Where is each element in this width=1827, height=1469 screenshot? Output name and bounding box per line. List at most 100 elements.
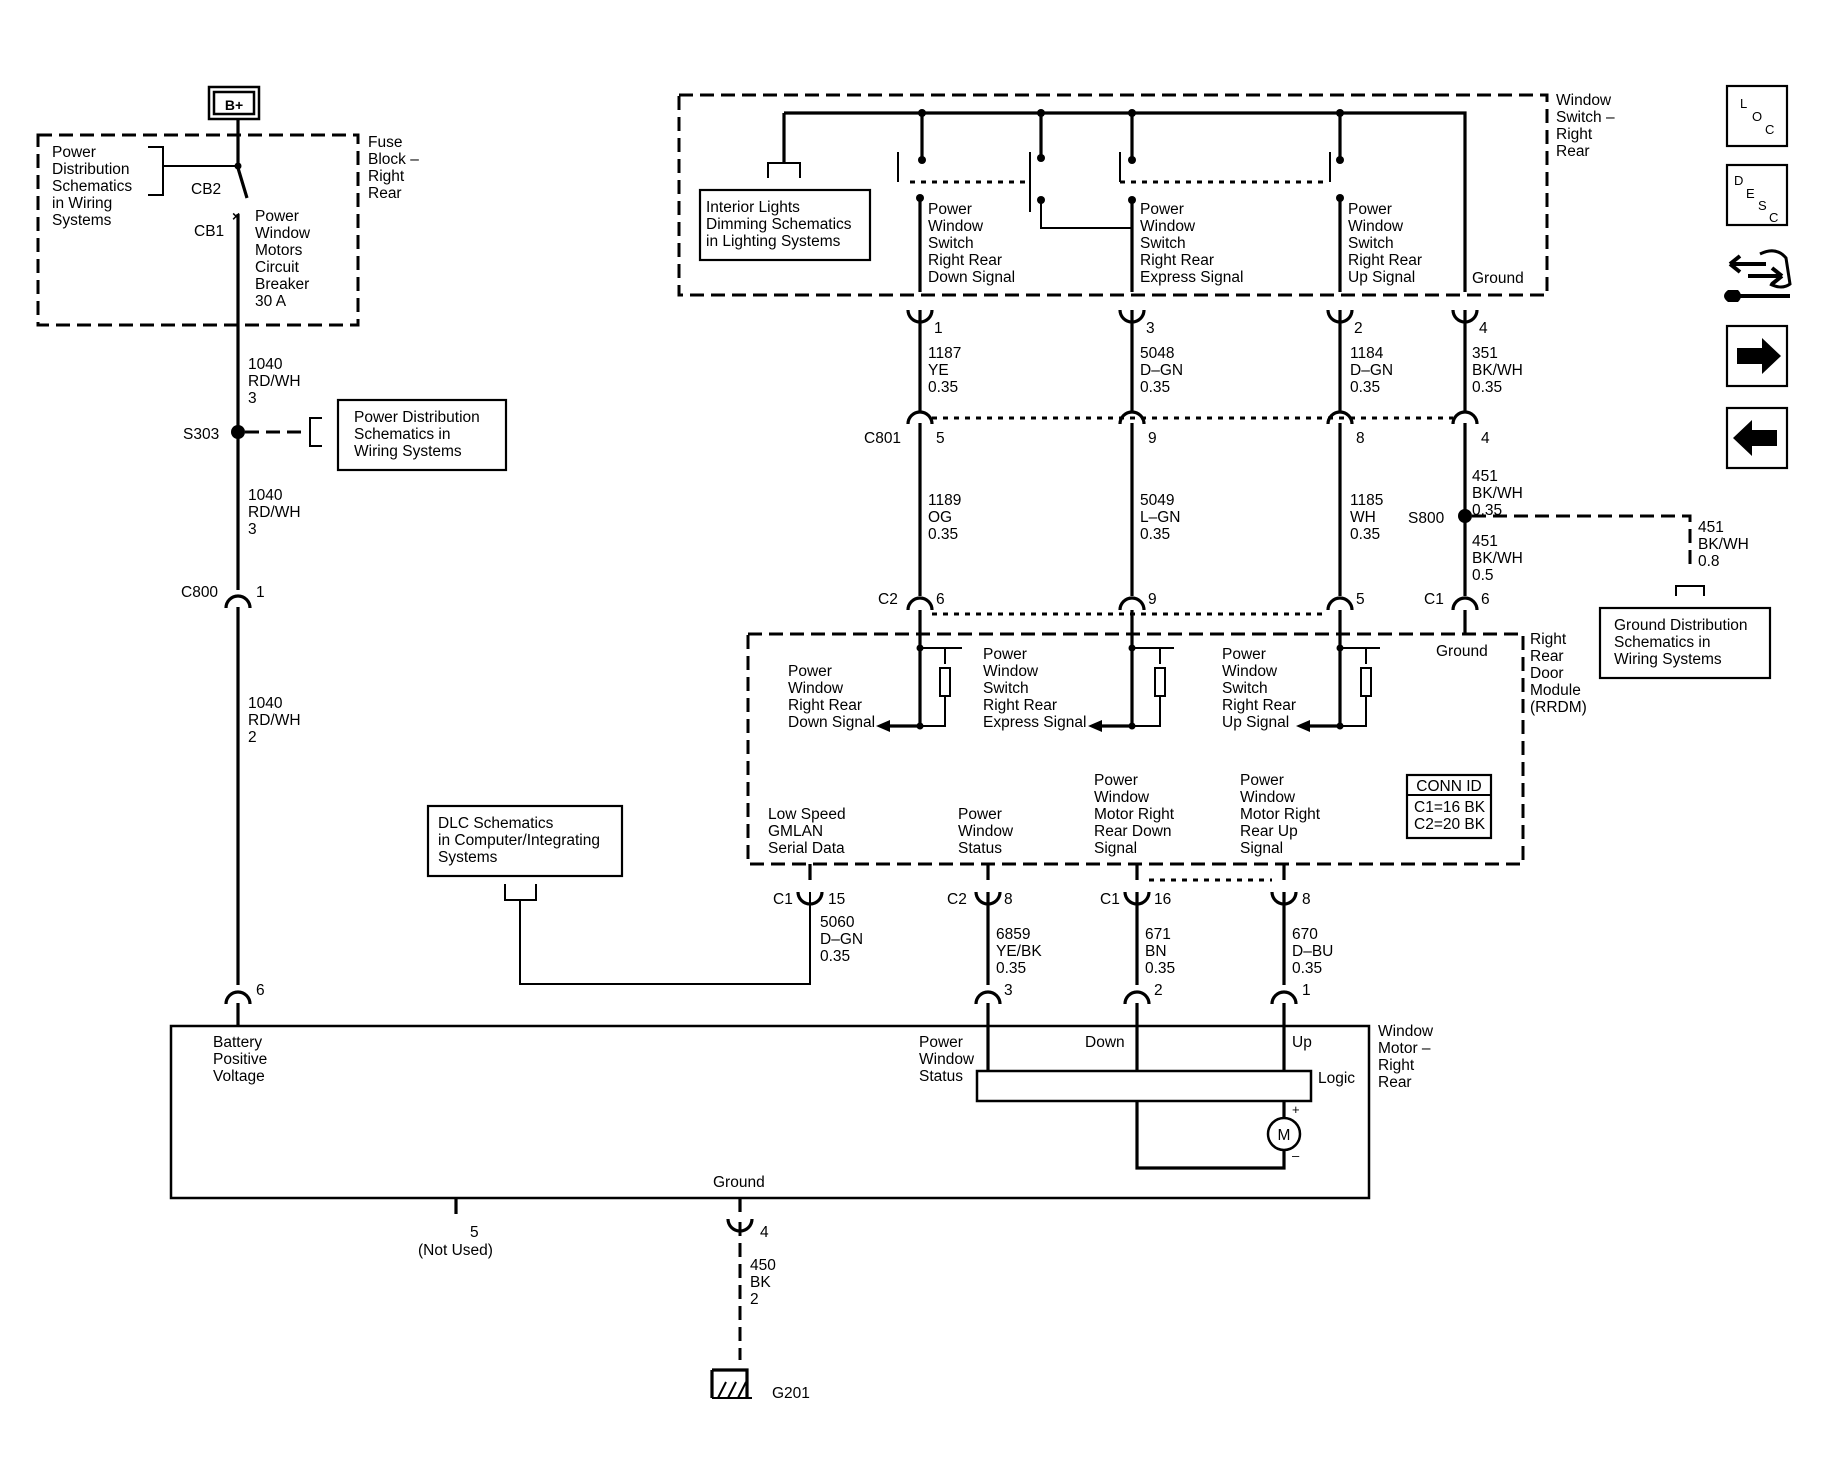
battery-source: B+ [207, 85, 261, 121]
loc-button[interactable]: L O C [1725, 84, 1789, 148]
wire-1040-b: 1040 RD/WH 3 [248, 487, 305, 538]
dlc-ref-text: DLC Schematics in Computer/Integrating S… [438, 815, 604, 866]
svg-text:L: L [1740, 96, 1747, 111]
previous-arrow-button[interactable] [1725, 406, 1789, 470]
module-to-motor-wires [504, 864, 1298, 1026]
rrdm-title: Right Rear Door Module (RRDM) [1530, 631, 1587, 716]
logic-label: Logic [1318, 1070, 1355, 1087]
fuse-block: Fuse Block – Right Rear Power Distributi… [36, 133, 419, 327]
wire-5060: 5060 D–GN 0.35 [820, 914, 867, 965]
wire-671: 671 BN 0.35 [1145, 926, 1175, 977]
c801-pin-4: 4 [1481, 430, 1490, 447]
motor-ground-wires [454, 1198, 754, 1399]
conn-gmlan-c: C1 [773, 891, 793, 908]
wire-5049: 5049 L–GN 0.35 [1140, 492, 1185, 543]
wire-1040-c: 1040 RD/WH 2 [248, 695, 305, 746]
svg-text:C: C [1765, 122, 1774, 137]
b-plus-label: B+ [225, 97, 243, 113]
rrdm-c2-pin-9: 9 [1148, 591, 1157, 608]
wire-1187: 1187 YE 0.35 [928, 345, 966, 396]
switch-to-module-wires [906, 309, 1705, 634]
connector-tool-icon[interactable] [1724, 249, 1792, 302]
c800-label: C800 [181, 584, 218, 601]
motor-down-label: Down [1085, 1034, 1125, 1051]
rrdm-ground-label: Ground [1436, 643, 1488, 660]
ground-dist-ref-text: Ground Distribution Schematics in Wiring… [1614, 617, 1752, 668]
s303-ref-box[interactable] [336, 398, 508, 472]
c801-pin-5: 5 [936, 430, 945, 447]
switch-pin-3: 3 [1146, 320, 1155, 337]
svg-text:O: O [1752, 109, 1762, 124]
wire-450: 450 BK 2 [750, 1257, 780, 1308]
logic-block [975, 1069, 1313, 1103]
conn-status-pin: 8 [1004, 891, 1013, 908]
fuse-block-ref: Power Distribution Schematics in Wiring … [52, 144, 136, 229]
svg-text:C: C [1769, 210, 1778, 225]
rrdm-output-up-label: Power Window Motor Right Rear Up Signal [1240, 772, 1324, 857]
wire-1185: 1185 WH 0.35 [1350, 492, 1388, 543]
rrdm-c1-pin-6: 6 [1481, 591, 1490, 608]
motor-up-label: Up [1292, 1034, 1312, 1051]
window-motor-right-rear: Window Motor – Right Rear Battery Positi… [169, 1023, 1434, 1200]
rrdm-input-up-label: Power Window Switch Right Rear Up Signal [1222, 646, 1300, 731]
motor-status-label: Power Window Status [919, 1034, 978, 1085]
right-rear-door-module: Right Rear Door Module (RRDM) Ground [746, 625, 1587, 866]
switch-pin-1: 1 [934, 320, 943, 337]
ground-pin-4: 4 [760, 1224, 769, 1241]
rrdm-input-express-label: Power Window Switch Right Rear Express S… [983, 646, 1086, 731]
rrdm-input-down-label: Power Window Right Rear Down Signal [788, 663, 875, 731]
rrdm-output-status-label: Power Window Status [958, 806, 1017, 857]
motor-pin-6: 6 [256, 982, 265, 999]
wire-1184: 1184 D–GN 0.35 [1350, 345, 1397, 396]
window-switch-right-rear: Window Switch – Right Rear Interior Ligh… [677, 92, 1619, 297]
desc-button[interactable]: D E S C [1725, 163, 1789, 227]
switch-ground-label: Ground [1472, 270, 1524, 287]
dlc-ref-box[interactable] [426, 804, 624, 878]
conn-down-c: C1 [1100, 891, 1120, 908]
rrdm-c2-pin-6: 6 [936, 591, 945, 608]
b-plus-feed-wire: × [224, 119, 322, 1026]
motor-pin-2: 2 [1154, 982, 1163, 999]
s303-label: S303 [183, 426, 219, 443]
rrdm-c2-label: C2 [878, 591, 898, 608]
motor-plus: + [1292, 1102, 1300, 1117]
interior-lights-ref-text: Interior Lights Dimming Schematics in Li… [706, 199, 856, 250]
rrdm-output-down-label: Power Window Motor Right Rear Down Signa… [1094, 772, 1178, 857]
conn-gmlan-pin: 15 [828, 891, 845, 908]
battery-positive-label: Battery Positive Voltage [213, 1034, 272, 1085]
c800-pin: 1 [256, 584, 265, 601]
cb2-label: CB2 [191, 181, 221, 198]
motor-icon [1266, 1116, 1302, 1152]
svg-text:×: × [232, 208, 240, 224]
conn-down-pin: 16 [1154, 891, 1171, 908]
motor-minus: – [1292, 1148, 1300, 1163]
c801-pin-9: 9 [1148, 430, 1157, 447]
rrdm-c1-label: C1 [1424, 591, 1444, 608]
motor-m-label: M [1278, 1127, 1291, 1144]
svg-text:E: E [1746, 186, 1755, 201]
ground-dist-ref-box[interactable] [1598, 606, 1772, 680]
conn-id-c2: C2=20 BK [1414, 816, 1486, 833]
interior-lights-ref-box[interactable] [698, 188, 872, 262]
switch-pin-2: 2 [1354, 320, 1363, 337]
switch-down-signal-label: Power Window Switch Right Rear Down Sign… [928, 201, 1015, 286]
s800-label: S800 [1408, 510, 1445, 527]
window-switch-title: Window Switch – Right Rear [1556, 92, 1619, 160]
motor-ground-label: Ground [713, 1174, 765, 1191]
circuit-breaker-label: Power Window Motors Circuit Breaker 30 A [255, 208, 314, 310]
motor-pin-1: 1 [1302, 982, 1311, 999]
svg-text:D: D [1734, 173, 1743, 188]
wire-351: 351 BK/WH 0.35 [1472, 345, 1527, 396]
g201-label: G201 [772, 1385, 810, 1402]
not-used-pin: 5 [470, 1224, 479, 1241]
wire-5048: 5048 D–GN 0.35 [1140, 345, 1187, 396]
switch-pin-4: 4 [1479, 320, 1488, 337]
rrdm-c2-pin-5: 5 [1356, 591, 1365, 608]
s303-ref-text: Power Distribution Schematics in Wiring … [354, 409, 484, 460]
conn-id-c1: C1=16 BK [1414, 799, 1486, 816]
rrdm-output-gmlan-label: Low Speed GMLAN Serial Data [768, 806, 850, 857]
wire-1040-a: 1040 RD/WH 3 [248, 356, 305, 407]
next-arrow-button[interactable] [1725, 324, 1789, 388]
wire-451-a: 451 BK/WH 0.35 [1472, 468, 1527, 519]
